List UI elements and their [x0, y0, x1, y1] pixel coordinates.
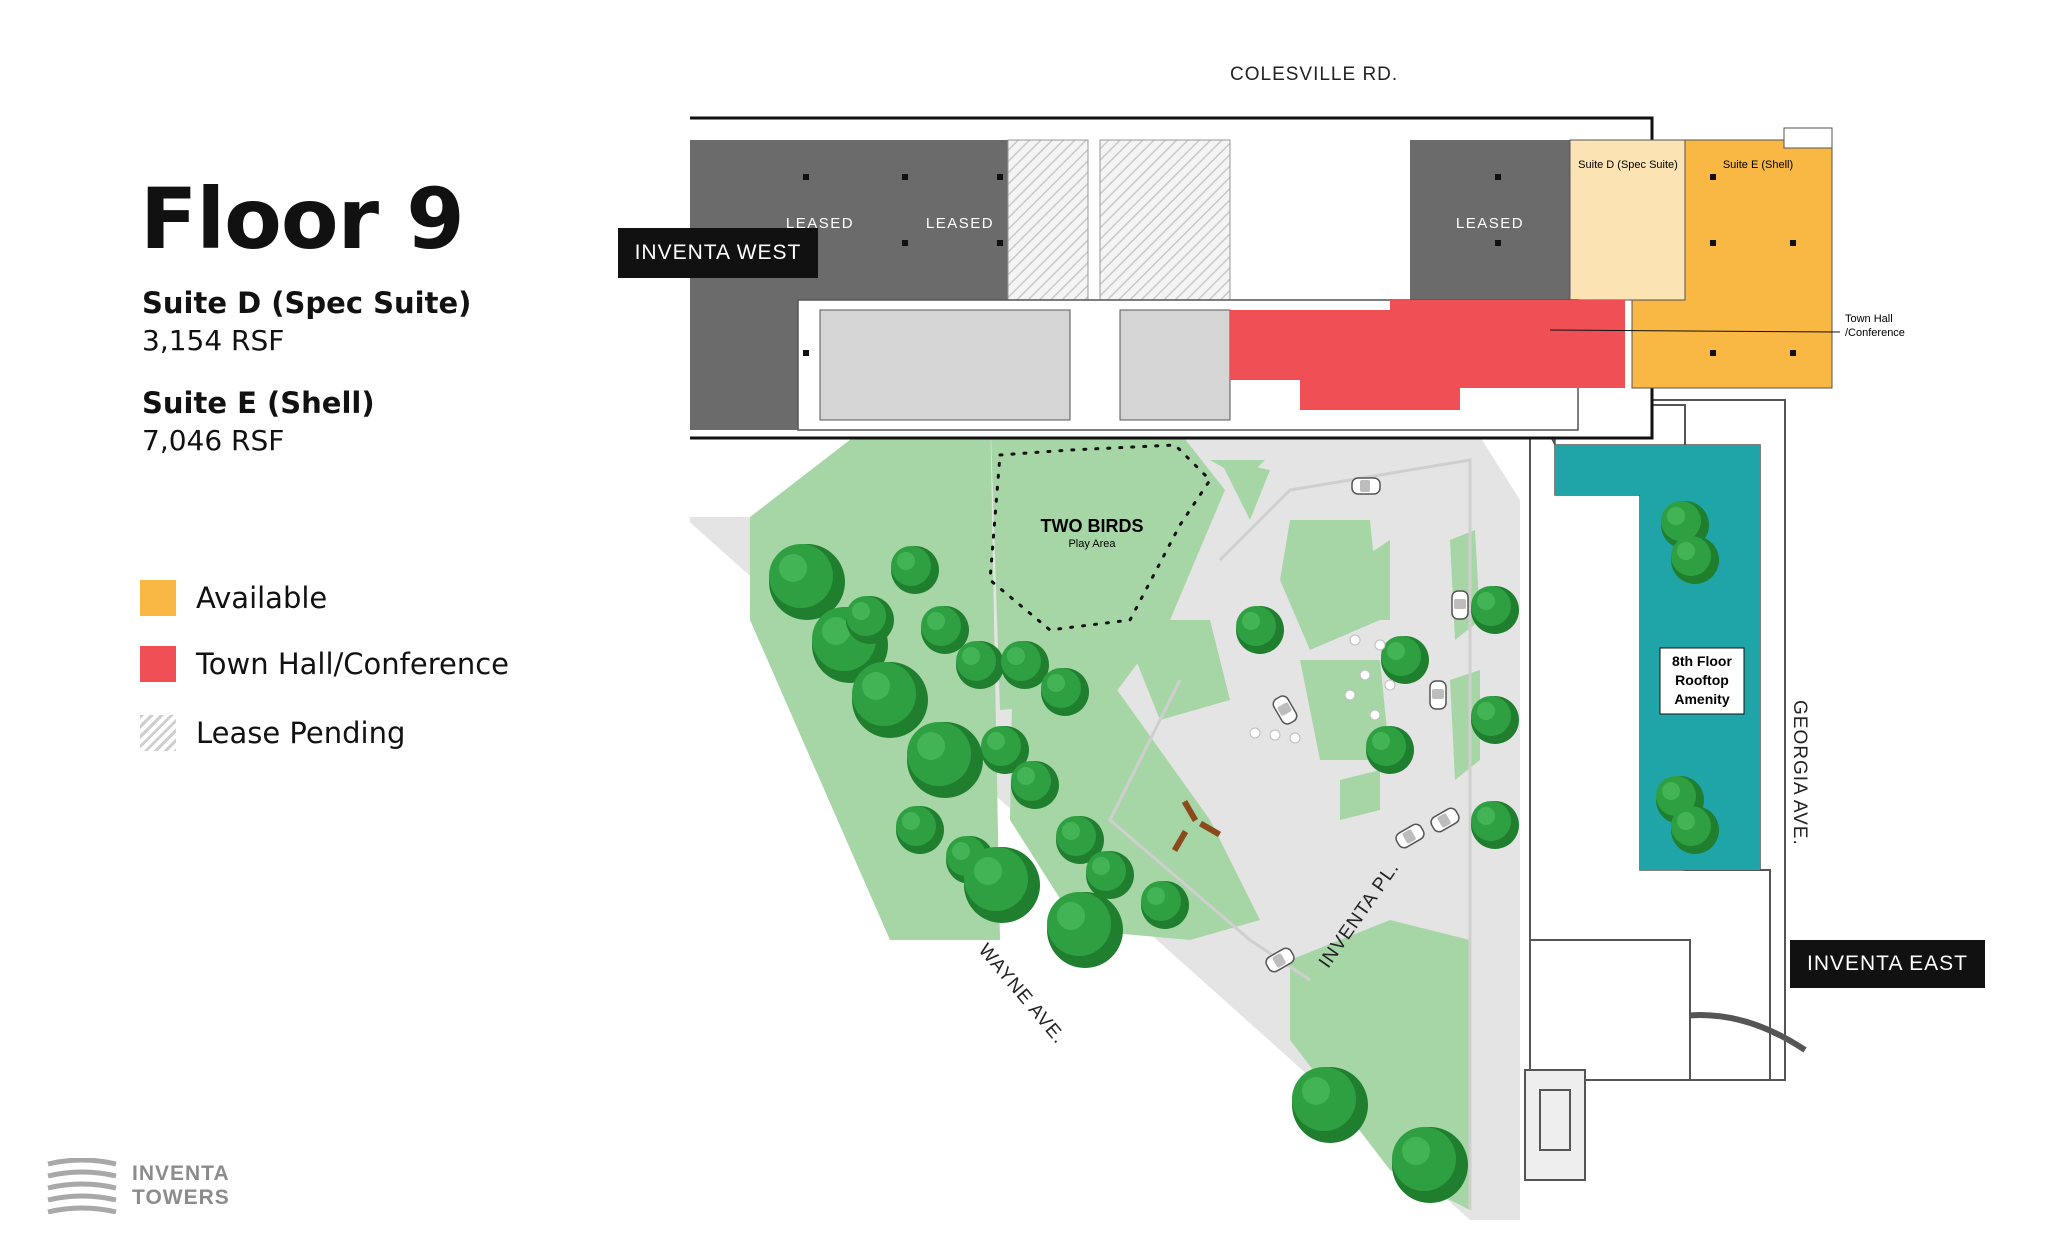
green-island-1: [1120, 620, 1230, 720]
green-patch: [1340, 770, 1380, 820]
page-title: Floor 9: [140, 170, 465, 268]
amenity-label-3: Amenity: [1674, 691, 1729, 707]
street-georgia: GEORGIA AVE.: [1789, 700, 1810, 846]
town-hall-leader-line: [1549, 329, 1841, 333]
green-center: [1010, 680, 1260, 940]
play-area-subtitle: Play Area: [1068, 538, 1116, 550]
legend-item-lease-pending: Lease Pending: [140, 713, 405, 753]
site-plan-drawing: TWO BIRDS Play Area: [684, 116, 1905, 1220]
green-courtyard-2: [1300, 660, 1390, 760]
town-hall-callout-1: Town Hall: [1845, 313, 1893, 325]
amenity-label-1: 8th Floor: [1672, 653, 1732, 669]
leased-label-2: LEASED: [926, 215, 994, 232]
legend-label: Available: [196, 581, 328, 615]
plaza-furniture: [1249, 634, 1396, 744]
logo-waves-icon: [47, 1158, 117, 1214]
legend-label: Lease Pending: [196, 716, 406, 750]
town-hall-callout-2: /Conference: [1845, 327, 1905, 339]
site-map: TWO BIRDS Play Area: [618, 60, 2010, 1230]
green-courtyard: [1280, 520, 1380, 650]
stair-tower: [1524, 1069, 1586, 1181]
legend-swatch-available: [140, 580, 176, 616]
pending-bay-1: [1007, 139, 1089, 301]
green-strip: [1360, 540, 1390, 620]
suite-d-name: Suite D (Spec Suite): [142, 286, 472, 320]
inventa-west-tag: INVENTA WEST: [618, 228, 818, 278]
legend-label: Town Hall/Conference: [196, 647, 510, 681]
legend-item-available: Available: [140, 578, 327, 618]
amenity-label-2: Rooftop: [1675, 672, 1729, 688]
logo-line-2: TOWERS: [132, 1186, 230, 1209]
inventa-east-tag: INVENTA EAST: [1790, 940, 1985, 988]
green-two-birds: [990, 405, 1225, 710]
leased-bay-2: [910, 140, 1008, 300]
suite-d-area: [1569, 139, 1686, 301]
suite-e-header: Suite E (Shell): [1723, 159, 1793, 171]
suite-d-rsf: 3,154 RSF: [142, 324, 285, 357]
legend-item-town-hall: Town Hall/Conference: [140, 644, 509, 684]
legend-swatch-lease-pending: [140, 715, 176, 751]
inventa-towers-logo: INVENTA TOWERS: [46, 1158, 230, 1214]
green-corner: [1210, 460, 1265, 480]
leased-label-1: LEASED: [786, 215, 854, 232]
legend-swatch-town-hall: [140, 646, 176, 682]
pending-bay-2: [1099, 139, 1231, 301]
suite-d-header: Suite D (Spec Suite): [1578, 159, 1678, 171]
green-east-strip-2: [1450, 670, 1480, 780]
leased-bay-3: [1410, 140, 1570, 300]
benches: [1171, 799, 1222, 853]
leased-label-3: LEASED: [1456, 215, 1524, 232]
green-triangle: [1220, 460, 1270, 520]
logo-line-1: INVENTA: [132, 1162, 230, 1185]
suite-e-rsf: 7,046 RSF: [142, 424, 285, 457]
suite-e-name: Suite E (Shell): [142, 386, 375, 420]
street-colesville: COLESVILLE RD.: [1230, 64, 1399, 85]
play-area-title: TWO BIRDS: [1041, 516, 1144, 536]
